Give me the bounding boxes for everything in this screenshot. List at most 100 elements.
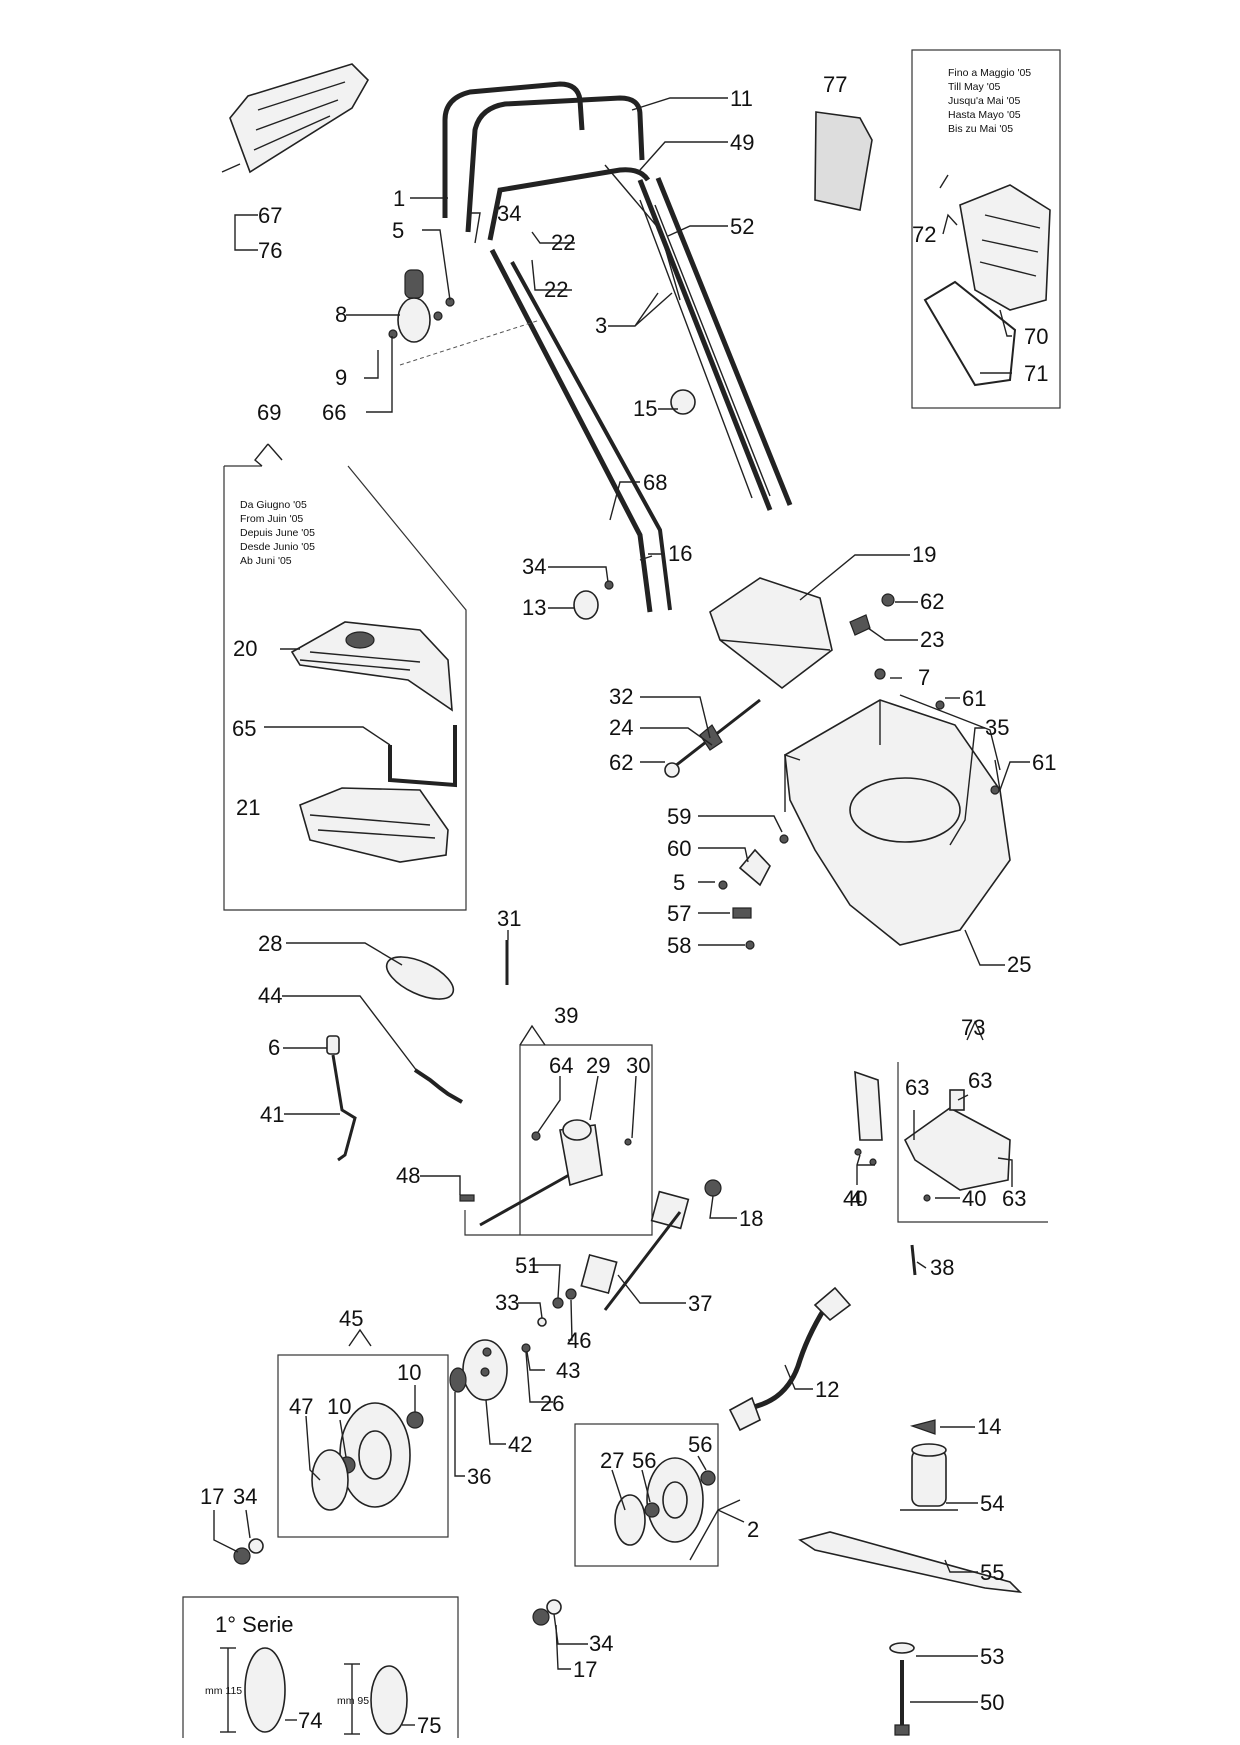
- label-40-right: 40: [962, 1186, 986, 1211]
- label-43: 43: [556, 1358, 580, 1383]
- label-32: 32: [609, 684, 633, 709]
- label-36: 36: [467, 1464, 491, 1489]
- label-26: 26: [540, 1391, 564, 1416]
- label-9: 9: [335, 365, 347, 390]
- part-2-wheel: [614, 1457, 716, 1546]
- label-21: 21: [236, 795, 260, 820]
- label-72: 72: [912, 222, 936, 247]
- box-73: [897, 1062, 1048, 1223]
- box-from-june: [223, 465, 467, 911]
- label-12: 12: [815, 1377, 839, 1402]
- label-42: 42: [508, 1432, 532, 1457]
- label-33: 33: [495, 1290, 519, 1315]
- label-77: 77: [823, 72, 847, 97]
- part-73-cover: [903, 1089, 1011, 1202]
- box-39: [464, 1044, 653, 1236]
- label-13: 13: [522, 595, 546, 620]
- part-54-blade-boss: [900, 1443, 958, 1511]
- label-62-left: 62: [609, 750, 633, 775]
- note-from-june-fr: Depuis June '05: [240, 527, 315, 539]
- label-17-left: 17: [200, 1484, 224, 1509]
- label-65: 65: [232, 716, 256, 741]
- part-6-41-lever: [326, 1035, 357, 1162]
- label-67: 67: [258, 203, 282, 228]
- label-74: 74: [298, 1708, 322, 1733]
- label-19: 19: [912, 542, 936, 567]
- part-20-cover: [290, 621, 453, 712]
- label-18: 18: [739, 1206, 763, 1231]
- note-until-may-it: Fino a Maggio '05: [948, 67, 1031, 79]
- part-37-axle: [580, 1179, 722, 1311]
- label-38: 38: [930, 1255, 954, 1280]
- label-34-knob: 34: [522, 554, 546, 579]
- label-53: 53: [980, 1644, 1004, 1669]
- note-until-may: Fino a Maggio '05 Till May '05 Jusqu'a M…: [948, 67, 1031, 135]
- label-52: 52: [730, 214, 754, 239]
- part-53-50-bolt: [889, 1642, 915, 1736]
- label-37: 37: [688, 1291, 712, 1316]
- label-1: 1: [393, 186, 405, 211]
- label-22-bottom: 22: [544, 277, 568, 302]
- label-16: 16: [668, 541, 692, 566]
- part-13-knob: [573, 555, 653, 620]
- label-24: 24: [609, 715, 633, 740]
- part-55-blade: [798, 1531, 1023, 1594]
- leader-lines: [213, 97, 1030, 1726]
- part-12-cable: [728, 1286, 852, 1432]
- label-50: 50: [980, 1690, 1004, 1715]
- label-34-left: 34: [233, 1484, 257, 1509]
- part-14-key: [909, 1419, 936, 1435]
- note-from-june-es: Desde Junio '05: [240, 541, 315, 553]
- label-54: 54: [980, 1491, 1004, 1516]
- label-61-top: 61: [962, 686, 986, 711]
- part-4-40-blade-adapter: [854, 1070, 883, 1166]
- label-69: 69: [257, 400, 281, 425]
- note-from-june-en: From Juin '05: [240, 513, 303, 525]
- note-until-may-fr: Jusqu'a Mai '05: [948, 95, 1020, 107]
- label-7: 7: [918, 665, 930, 690]
- label-34-center: 34: [589, 1631, 613, 1656]
- label-20: 20: [233, 636, 257, 661]
- label-22-top: 22: [551, 230, 575, 255]
- label-17-center: 17: [573, 1657, 597, 1682]
- label-10-right: 10: [397, 1360, 421, 1385]
- part-19-cover: [709, 577, 895, 690]
- label-15: 15: [633, 396, 657, 421]
- label-44: 44: [258, 983, 282, 1008]
- label-48: 48: [396, 1163, 420, 1188]
- part-59-60-57-58-adjuster: [718, 834, 789, 950]
- label-25: 25: [1007, 952, 1031, 977]
- part-8-lever: [388, 269, 541, 366]
- label-70: 70: [1024, 324, 1048, 349]
- label-55: 55: [980, 1560, 1004, 1585]
- label-60: 60: [667, 836, 691, 861]
- part-39-gearbox: [459, 1119, 632, 1227]
- part-67-grass-flap: [221, 63, 369, 174]
- note-until-may-de: Bis zu Mai '05: [948, 123, 1013, 135]
- note-until-may-en: Till May '05: [948, 81, 1001, 93]
- label-59: 59: [667, 804, 691, 829]
- label-29: 29: [586, 1053, 610, 1078]
- label-71: 71: [1024, 361, 1048, 386]
- label-45: 45: [339, 1306, 363, 1331]
- part-25-deck: [784, 668, 1011, 946]
- part-42-gear: [462, 1339, 508, 1401]
- dim-74: mm 115: [205, 1685, 242, 1697]
- dim-75: mm 95: [337, 1695, 369, 1707]
- label-64: 64: [549, 1053, 573, 1078]
- callout-numbers: 1 2 3 4 5 5 6 7 8 9 10 10 11 12 13 14 15…: [200, 72, 1056, 1738]
- label-68: 68: [643, 470, 667, 495]
- frame-boxes: [182, 49, 1061, 1738]
- box-first-series: [182, 1596, 459, 1738]
- label-8: 8: [335, 302, 347, 327]
- label-73: 73: [961, 1015, 985, 1040]
- label-41: 41: [260, 1102, 284, 1127]
- label-39: 39: [554, 1003, 578, 1028]
- part-45-wheel: [311, 1402, 424, 1511]
- part-17-34-nuts-center: [532, 1599, 562, 1626]
- part-15-knob: [670, 389, 696, 415]
- label-11: 11: [730, 86, 753, 111]
- label-5-top: 5: [392, 218, 404, 243]
- note-from-june-de: Ab Juni '05: [240, 555, 292, 567]
